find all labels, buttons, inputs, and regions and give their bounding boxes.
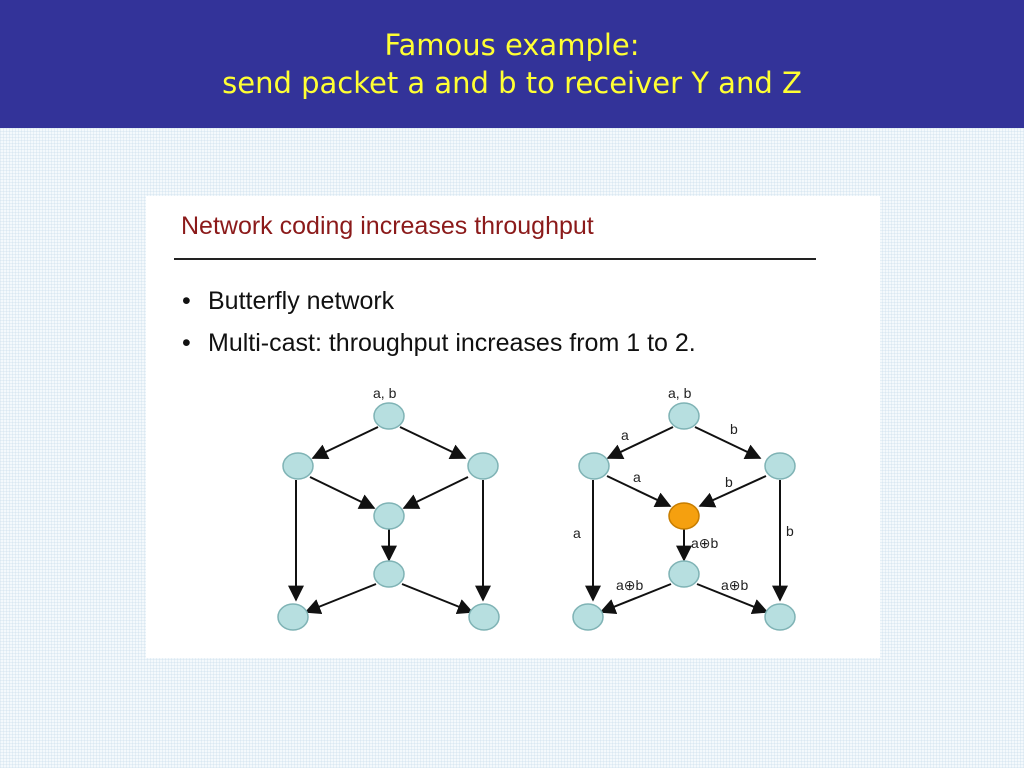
edge-s-to-left xyxy=(606,426,674,460)
edge-label-right-z: b xyxy=(786,523,794,539)
edge-left-to-coder xyxy=(606,475,672,508)
coding-node xyxy=(668,502,700,530)
left-node xyxy=(282,452,314,480)
bullet-text: Multi-cast: throughput increases from 1 … xyxy=(208,329,696,357)
edge-s-to-right xyxy=(694,426,762,460)
edge-relay-to-z xyxy=(401,583,474,615)
edge-label-relay-z: a⊕b xyxy=(721,577,749,593)
bullet-item: • Butterfly network xyxy=(180,286,820,316)
relay-node xyxy=(668,560,700,588)
butterfly-network-diagrams: a, b a, b a b a b a b xyxy=(277,385,796,631)
receiver-y-node xyxy=(277,603,309,631)
edge-s-to-right xyxy=(399,426,467,460)
edge-s-to-left xyxy=(311,426,379,460)
edge-label-left-y: a xyxy=(573,525,581,541)
bullet-dot-icon: • xyxy=(182,287,191,315)
right-butterfly-diagram: a, b a b a b a b a⊕b a⊕b a⊕b xyxy=(572,385,796,631)
right-node xyxy=(467,452,499,480)
edge-label-coder-relay: a⊕b xyxy=(691,535,719,551)
figure-heading: Network coding increases throughput xyxy=(181,212,594,240)
edge-label-relay-y: a⊕b xyxy=(616,577,644,593)
receiver-y-node xyxy=(572,603,604,631)
edge-label-right-coder: b xyxy=(725,474,733,490)
slide-header: Famous example: send packet a and b to r… xyxy=(0,0,1024,128)
bullet-text: Butterfly network xyxy=(208,287,395,315)
edge-left-to-coder xyxy=(309,476,376,509)
edge-label-left-coder: a xyxy=(633,469,641,485)
edge-right-to-coder xyxy=(402,476,469,509)
edge-relay-to-y xyxy=(599,583,672,615)
source-node xyxy=(668,402,700,430)
left-butterfly-diagram: a, b xyxy=(277,385,500,631)
left-node xyxy=(578,452,610,480)
source-node xyxy=(373,402,405,430)
bullet-list: • Butterfly network • Multi-cast: throug… xyxy=(180,286,820,370)
edge-relay-to-z xyxy=(696,583,769,615)
middle-node xyxy=(373,502,405,530)
right-source-label: a, b xyxy=(668,385,692,401)
slide-title-line-2: send packet a and b to receiver Y and Z xyxy=(222,66,802,100)
relay-node xyxy=(373,560,405,588)
right-node xyxy=(764,452,796,480)
left-source-label: a, b xyxy=(373,385,397,401)
edge-label-s-left: a xyxy=(621,427,629,443)
receiver-z-node xyxy=(764,603,796,631)
edge-relay-to-y xyxy=(304,583,377,615)
figure-panel: Network coding increases throughput • Bu… xyxy=(146,196,880,658)
receiver-z-node xyxy=(468,603,500,631)
edge-right-to-coder xyxy=(698,475,767,508)
slide-title-line-1: Famous example: xyxy=(384,28,640,62)
edge-label-s-right: b xyxy=(730,421,738,437)
bullet-item: • Multi-cast: throughput increases from … xyxy=(180,328,820,358)
heading-divider xyxy=(174,258,816,260)
bullet-dot-icon: • xyxy=(182,329,191,357)
